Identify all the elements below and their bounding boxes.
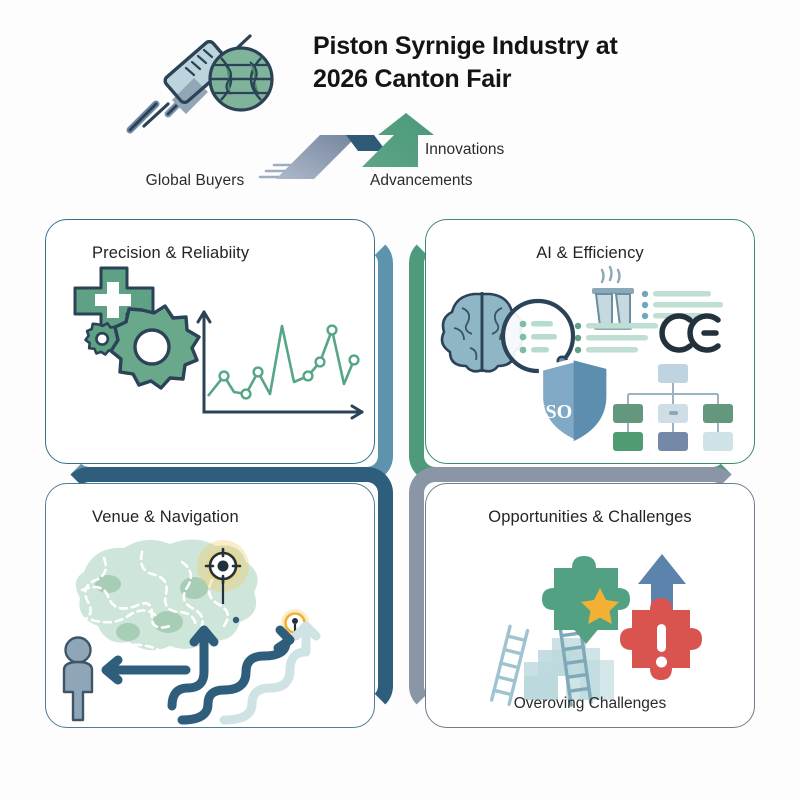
card-ai-efficiency[interactable]: AI & Efficiency [409, 219, 755, 482]
card-body-precision: Precision & Reliabiity [45, 219, 375, 464]
iso-badge-text: ISO [538, 401, 572, 423]
card-art-venue [46, 528, 374, 727]
puzzle-piece-red-icon [620, 598, 702, 680]
person-icon [62, 636, 94, 722]
gear-icon [109, 304, 201, 390]
page-title-line-1: Piston Syrnige Industry at [313, 32, 618, 60]
winding-arrow-icon [101, 616, 321, 725]
card-accent-band-venue [63, 467, 393, 712]
puzzle-piece-green-icon [542, 556, 630, 644]
growth-arrow-icon [258, 113, 438, 188]
card-art-opportunities [426, 528, 754, 727]
ce-mark-icon [659, 313, 721, 353]
cards-grid: Precision & Reliabiity [0, 205, 800, 765]
card-body-venue: Venue & Navigation [45, 483, 375, 728]
card-footnote-opportunities: Overoving Challenges [513, 695, 667, 712]
page-title: Piston Syrnige Industry at 2026 Canton F… [313, 30, 733, 97]
label-global-buyers: Global Buyers [145, 172, 245, 189]
label-advancements: Advancements [370, 172, 473, 189]
syringe-globe-icon [108, 22, 278, 142]
card-title-venue: Venue & Navigation [92, 508, 239, 526]
card-body-ai: AI & Efficiency [425, 219, 755, 464]
card-venue-navigation[interactable]: Venue & Navigation [45, 467, 393, 728]
card-accent-band-opportunities [409, 467, 739, 712]
card-precision-reliability[interactable]: Precision & Reliabiity [45, 219, 393, 482]
header-section: Global Buyers Piston Syrnige Industry at… [0, 0, 800, 205]
card-body-opportunities: Opportunities & Challenges [425, 483, 755, 728]
page-title-line-2: 2026 Canton Fair [313, 65, 512, 94]
iso-shield-icon: ISO [538, 358, 609, 444]
card-art-ai: ISO [426, 264, 754, 463]
target-pin-icon [197, 540, 249, 604]
line-chart-icon [196, 310, 364, 420]
card-title-precision: Precision & Reliabiity [92, 244, 250, 262]
card-art-precision [46, 264, 374, 463]
org-chart-icon [613, 364, 733, 451]
card-title-ai: AI & Efficiency [536, 244, 644, 262]
factory-icon [592, 265, 634, 330]
ladder-icon [489, 624, 530, 707]
label-innovations: Innovations [425, 141, 505, 158]
card-title-opportunities: Opportunities & Challenges [488, 508, 692, 526]
card-opportunities-challenges[interactable]: Opportunities & Challenges [409, 467, 755, 728]
ladder-icon [558, 621, 593, 707]
